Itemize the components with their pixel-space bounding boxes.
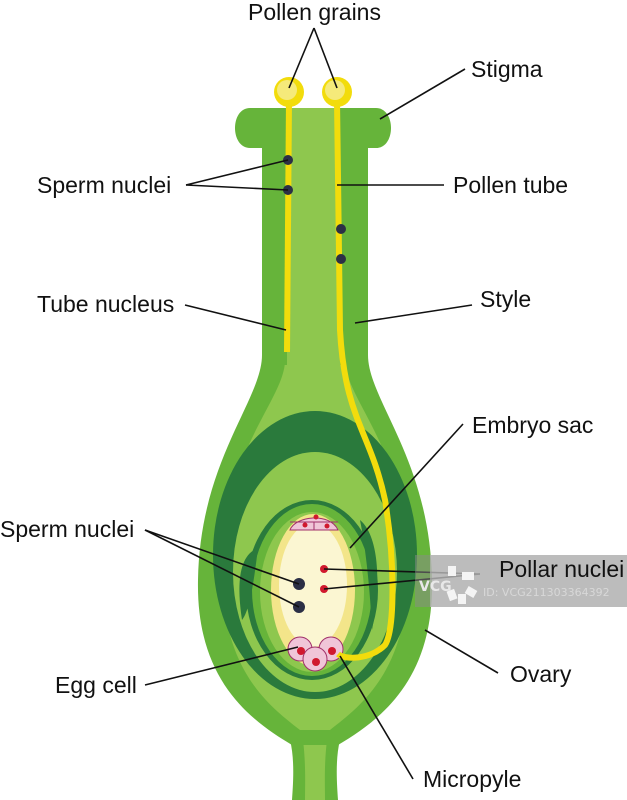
pollen-grain-left-inner	[277, 80, 297, 100]
antipodal-nucleus	[313, 514, 319, 520]
watermark-logo-icon	[446, 566, 478, 604]
watermark-band-left	[415, 555, 430, 607]
label-pollen-grains: Pollen grains	[248, 0, 381, 25]
antipodal-nucleus	[302, 522, 308, 528]
watermark-id: ID: VCG211303364392	[483, 586, 610, 599]
label-tube-nucleus: Tube nucleus	[37, 291, 174, 317]
label-style: Style	[480, 286, 531, 312]
label-pollar-nuclei: Pollar nuclei	[499, 556, 624, 582]
label-embryo-sac: Embryo sac	[472, 412, 593, 438]
label-sperm-nuclei-bottom: Sperm nuclei	[0, 516, 134, 542]
pollen-tube-left	[284, 99, 292, 353]
antipodal-nucleus	[324, 523, 330, 529]
label-ovary: Ovary	[510, 661, 572, 687]
egg-nucleus	[328, 647, 336, 655]
label-egg-cell: Egg cell	[55, 672, 137, 698]
label-stigma: Stigma	[471, 56, 543, 82]
egg-nucleus	[312, 658, 320, 666]
style-core	[287, 108, 340, 373]
sliver-right	[360, 520, 378, 630]
watermark-brand: VCG	[419, 579, 452, 595]
sperm-nucleus	[336, 224, 346, 234]
label-micropyle: Micropyle	[423, 766, 521, 792]
stalk-core	[303, 740, 327, 800]
sperm-nucleus	[336, 254, 346, 264]
leader-lines	[144, 27, 499, 780]
egg-nucleus	[297, 647, 305, 655]
label-sperm-nuclei-top: Sperm nuclei	[37, 172, 171, 198]
pollen-grain-right-inner	[325, 80, 345, 100]
label-pollen-tube: Pollen tube	[453, 172, 568, 198]
pollen-tube-right	[334, 99, 396, 661]
embryo-sac-inner	[279, 523, 347, 647]
sliver-left	[239, 548, 258, 620]
